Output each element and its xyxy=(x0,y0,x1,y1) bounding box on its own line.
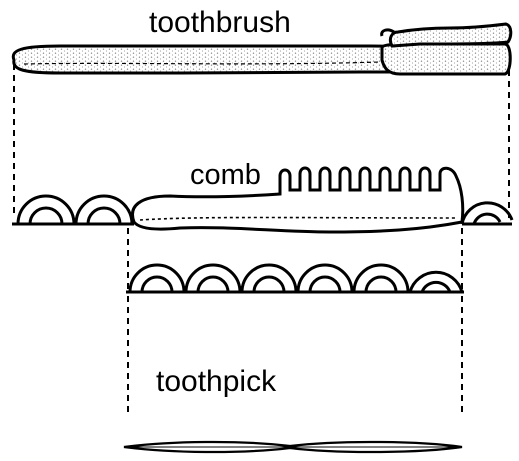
comb-label: comb xyxy=(190,161,261,190)
toothbrush-scale-arches xyxy=(12,196,512,224)
toothpick-illustration xyxy=(124,442,462,452)
toothbrush-handle xyxy=(13,46,396,73)
toothbrush-bristles xyxy=(390,24,510,46)
comb-illustration xyxy=(133,168,463,232)
comb-inner-line xyxy=(140,218,456,221)
toothpick-label: toothpick xyxy=(156,367,276,397)
comb-spine xyxy=(133,168,463,232)
comb-scale-arches xyxy=(126,265,464,292)
toothbrush-label: toothbrush xyxy=(149,8,291,38)
toothbrush-head xyxy=(382,44,510,74)
